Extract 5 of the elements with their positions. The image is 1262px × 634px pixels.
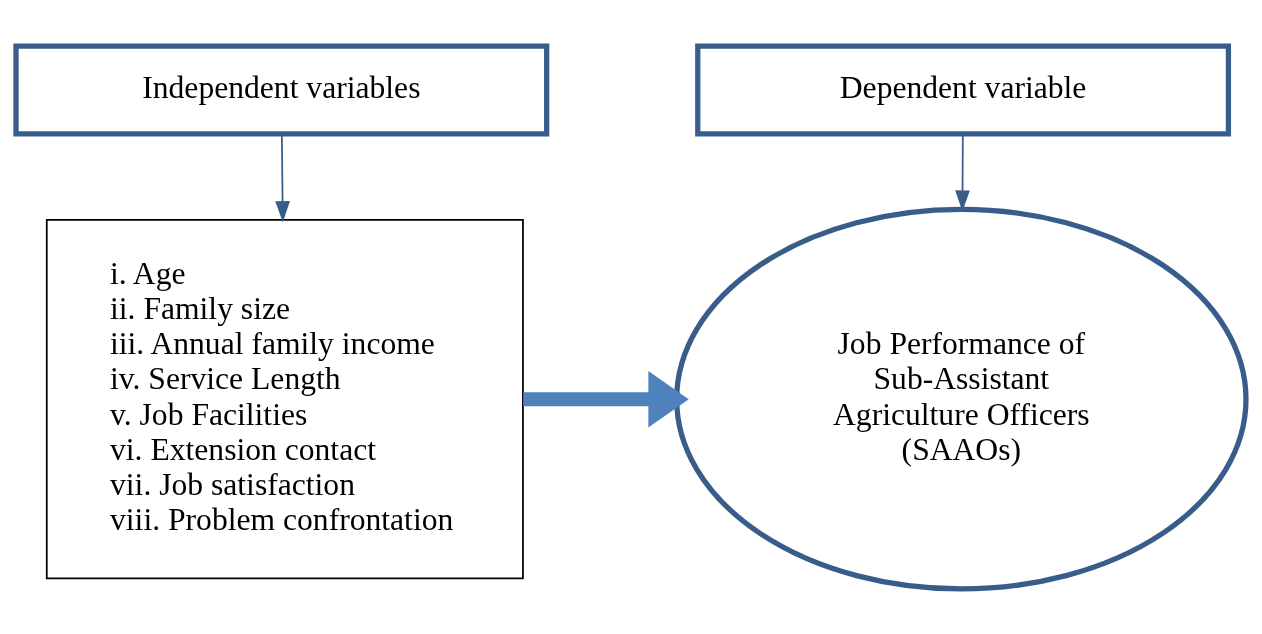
node-box: Dependent variable [695,42,1232,136]
node-ellipse: Job Performance of Sub-Assistant Agriculture Officers (SAAOs) [674,206,1249,592]
arrow [523,370,689,427]
node-box: i. Age ii. Family size iii. Annual family income iv. Service Length v. Job Facilities vi. Extension contact vii. Job satisfaction viii. Problem confrontation [45,218,524,579]
node-box: Independent variables [13,42,550,136]
